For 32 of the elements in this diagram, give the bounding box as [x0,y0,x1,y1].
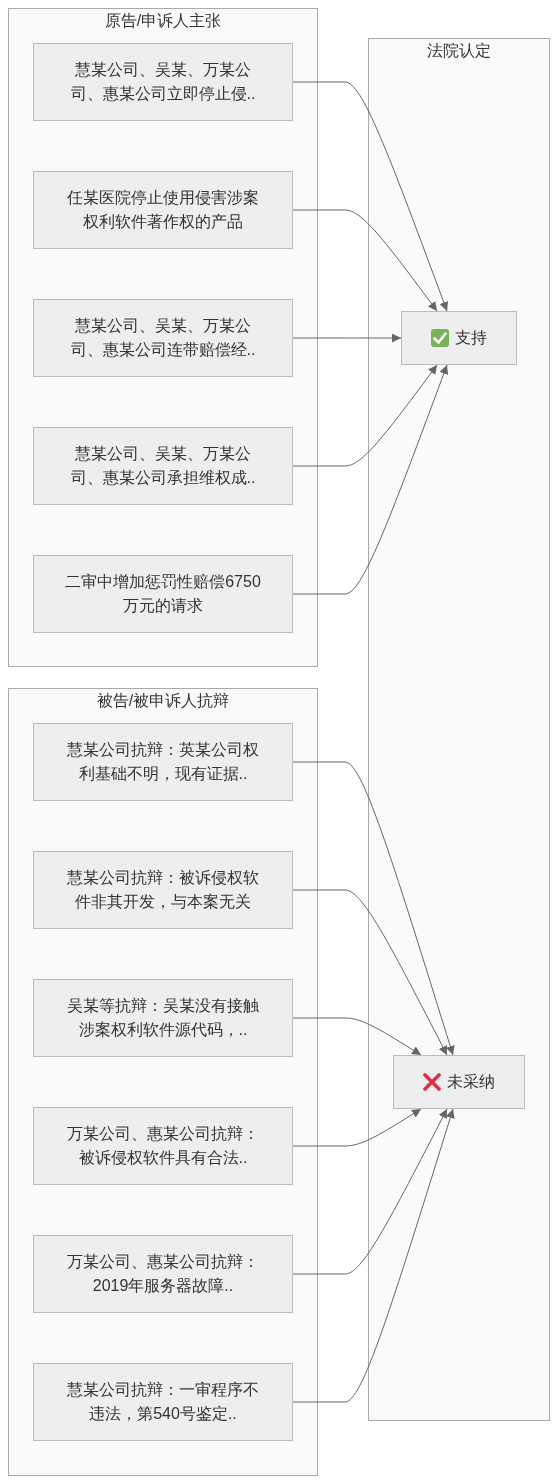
arrow [292,333,402,343]
result-box [393,1055,525,1109]
panel [8,688,318,1476]
text-box: 吴某等抗辩：吴某没有接触涉案权利软件源代码，.. [33,979,293,1057]
text-box: 慧某公司抗辩：英某公司权利基础不明，现有证据.. [33,723,293,801]
arrow [292,1108,448,1275]
text-box: 慧某公司、吴某、万某公司、惠某公司承担维权成.. [33,427,293,505]
arrow [292,761,455,1056]
panel [368,38,550,1421]
panel-title: 法院认定 [427,41,491,61]
panel-title: 被告/被申诉人抗辩 [96,691,230,711]
text-box: 任某医院停止使用侵害涉案权利软件著作权的产品 [33,171,293,249]
arrow [292,1017,422,1056]
arrow [292,209,438,312]
panel-title: 原告/申诉人主张 [104,11,222,31]
text-box: 慧某公司抗辩：被诉侵权软件非其开发，与本案无关 [33,851,293,929]
text-box: 万某公司、惠某公司抗辩：2019年服务器故障.. [33,1235,293,1313]
arrow [292,889,448,1056]
arrow [292,81,449,312]
box-label: 未采纳 [447,1072,495,1092]
arrow [292,1108,422,1147]
text-box: 万某公司、惠某公司抗辩：被诉侵权软件具有合法.. [33,1107,293,1185]
arrow [292,364,438,467]
arrow [292,364,449,595]
box-label: 支持 [455,328,487,348]
arrow [292,1108,455,1403]
panel [8,8,318,667]
text-box: 二审中增加惩罚性赔偿6750万元的请求 [33,555,293,633]
result-box [401,311,517,365]
text-box: 慧某公司抗辩：一审程序不违法，第540号鉴定.. [33,1363,293,1441]
text-box: 慧某公司、吴某、万某公司、惠某公司立即停止侵.. [33,43,293,121]
text-box: 慧某公司、吴某、万某公司、惠某公司连带赔偿经.. [33,299,293,377]
